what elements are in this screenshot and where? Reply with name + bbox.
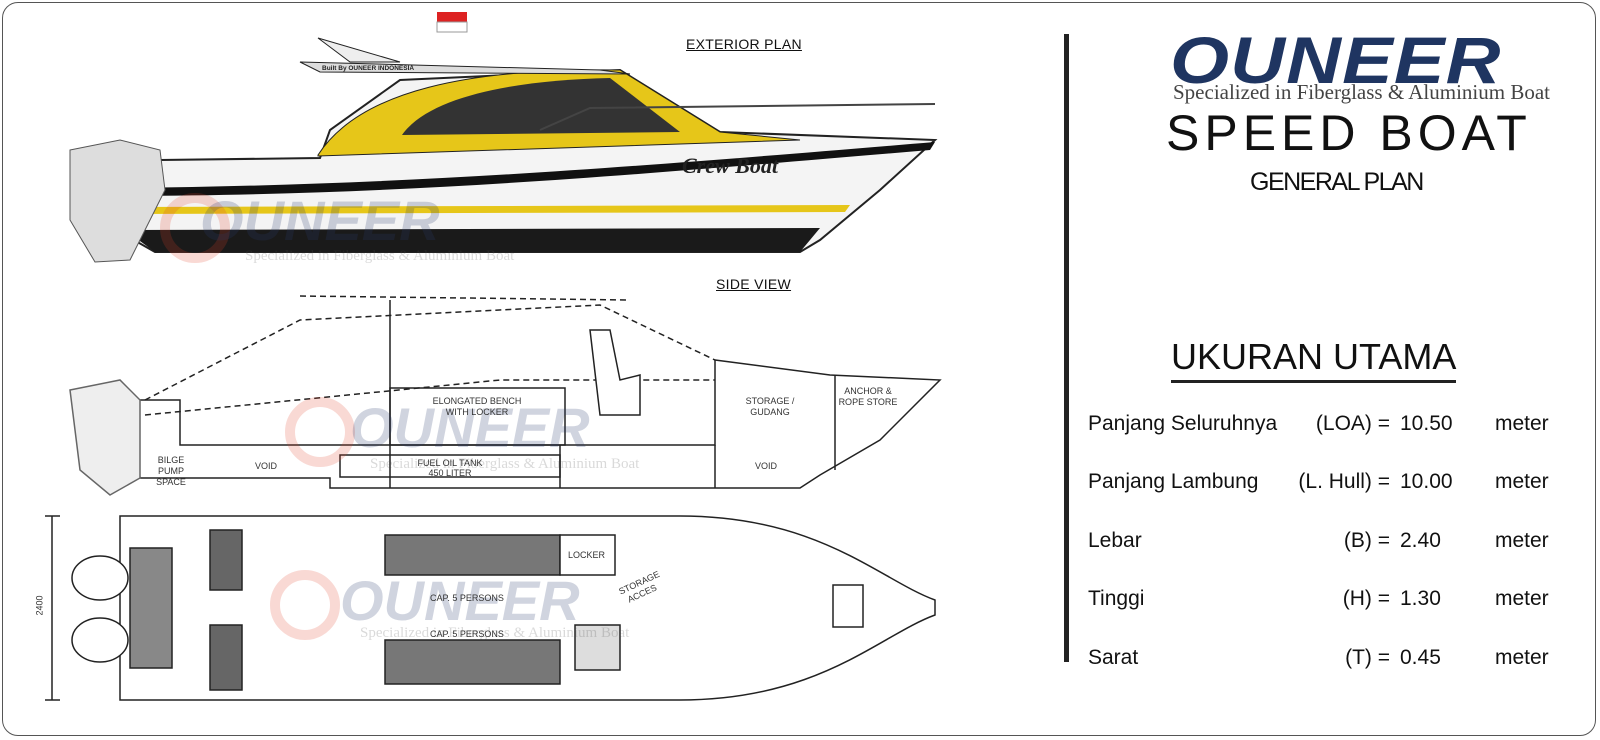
spec-symbol: (B) = xyxy=(1343,529,1390,552)
bench-label: ELONGATED BENCH WITH LOCKER xyxy=(432,396,522,417)
anchor-store-label: ANCHOR & ROPE STORE xyxy=(838,386,898,407)
spec-row: Sarat (T) = 0.45 meter xyxy=(1088,646,1600,676)
side-view-drawing xyxy=(69,295,942,496)
exterior-plan-label: EXTERIOR PLAN xyxy=(686,36,802,52)
boat-drawings xyxy=(45,12,942,701)
fuel-capacity-label: 450 LITER xyxy=(428,468,472,478)
beam-dimension-label: 2400 xyxy=(34,595,45,616)
watermark-brand: OUNEER xyxy=(200,189,440,252)
spec-row: Lebar (B) = 2.40 meter xyxy=(1088,529,1600,559)
bilge-pump-label: BILGE PUMP SPACE xyxy=(156,455,186,487)
brand-logo-text: OUNEER xyxy=(1170,23,1502,97)
spec-value: 1.30 xyxy=(1400,587,1441,610)
built-by-text: Built By OUNEER INDONESIA xyxy=(322,65,415,72)
hull-name: Crew Boat xyxy=(682,153,778,178)
spec-symbol: (H) = xyxy=(1342,587,1390,610)
spec-unit: meter xyxy=(1495,587,1549,610)
divider xyxy=(1064,34,1069,662)
plan-view-drawing xyxy=(45,515,936,701)
specs-heading: UKURAN UTAMA xyxy=(1171,336,1457,383)
spec-value: 0.45 xyxy=(1400,646,1441,669)
spec-unit: meter xyxy=(1495,646,1549,669)
spec-unit: meter xyxy=(1495,470,1549,493)
spec-symbol: (T) = xyxy=(1345,646,1390,669)
fuel-tank-label: FUEL OIL TANK xyxy=(417,458,483,468)
locker-label: LOCKER xyxy=(568,550,606,560)
brand-tagline: Specialized in Fiberglass & Aluminium Bo… xyxy=(1173,80,1550,104)
spec-row: Tinggi (H) = 1.30 meter xyxy=(1088,587,1600,617)
watermark-tagline: Specialized in Fiberglass & Aluminium Bo… xyxy=(370,456,640,472)
spec-symbol: (L. Hull) = xyxy=(1298,470,1390,493)
spec-value: 10.50 xyxy=(1400,412,1453,435)
side-view-label: SIDE VIEW xyxy=(716,276,792,292)
spec-value: 10.00 xyxy=(1400,470,1453,493)
page-title: SPEED BOAT xyxy=(1166,105,1532,161)
spec-label: Tinggi xyxy=(1088,587,1145,610)
page-subtitle: GENERAL PLAN xyxy=(1250,168,1424,196)
spec-symbol: (LOA) = xyxy=(1315,412,1390,435)
void-label: VOID xyxy=(255,461,278,471)
spec-row: Panjang Lambung (L. Hull) = 10.00 meter xyxy=(1088,470,1600,500)
spec-label: Lebar xyxy=(1088,529,1142,552)
spec-row: Panjang Seluruhnya (LOA) = 10.50 meter xyxy=(1088,412,1600,442)
watermark-tagline: Specialized in Fiberglass & Aluminium Bo… xyxy=(245,248,515,264)
spec-label: Panjang Seluruhnya xyxy=(1088,412,1278,435)
spec-label: Sarat xyxy=(1088,646,1139,669)
spec-unit: meter xyxy=(1495,412,1549,435)
storage-label: STORAGE / GUDANG xyxy=(745,396,795,417)
capacity-label-top: CAP. 5 PERSONS xyxy=(430,593,504,603)
void-label: VOID xyxy=(755,461,778,471)
exterior-plan-drawing xyxy=(69,12,938,263)
capacity-label-bottom: CAP. 5 PERSONS xyxy=(430,629,504,639)
spec-value: 2.40 xyxy=(1400,529,1441,552)
watermark-tagline: Specialized in Fiberglass & Aluminium Bo… xyxy=(360,625,630,641)
watermark-brand: OUNEER xyxy=(340,569,580,632)
watermark-brand: OUNEER xyxy=(350,396,590,459)
spec-label: Panjang Lambung xyxy=(1088,470,1259,493)
spec-unit: meter xyxy=(1495,529,1549,552)
